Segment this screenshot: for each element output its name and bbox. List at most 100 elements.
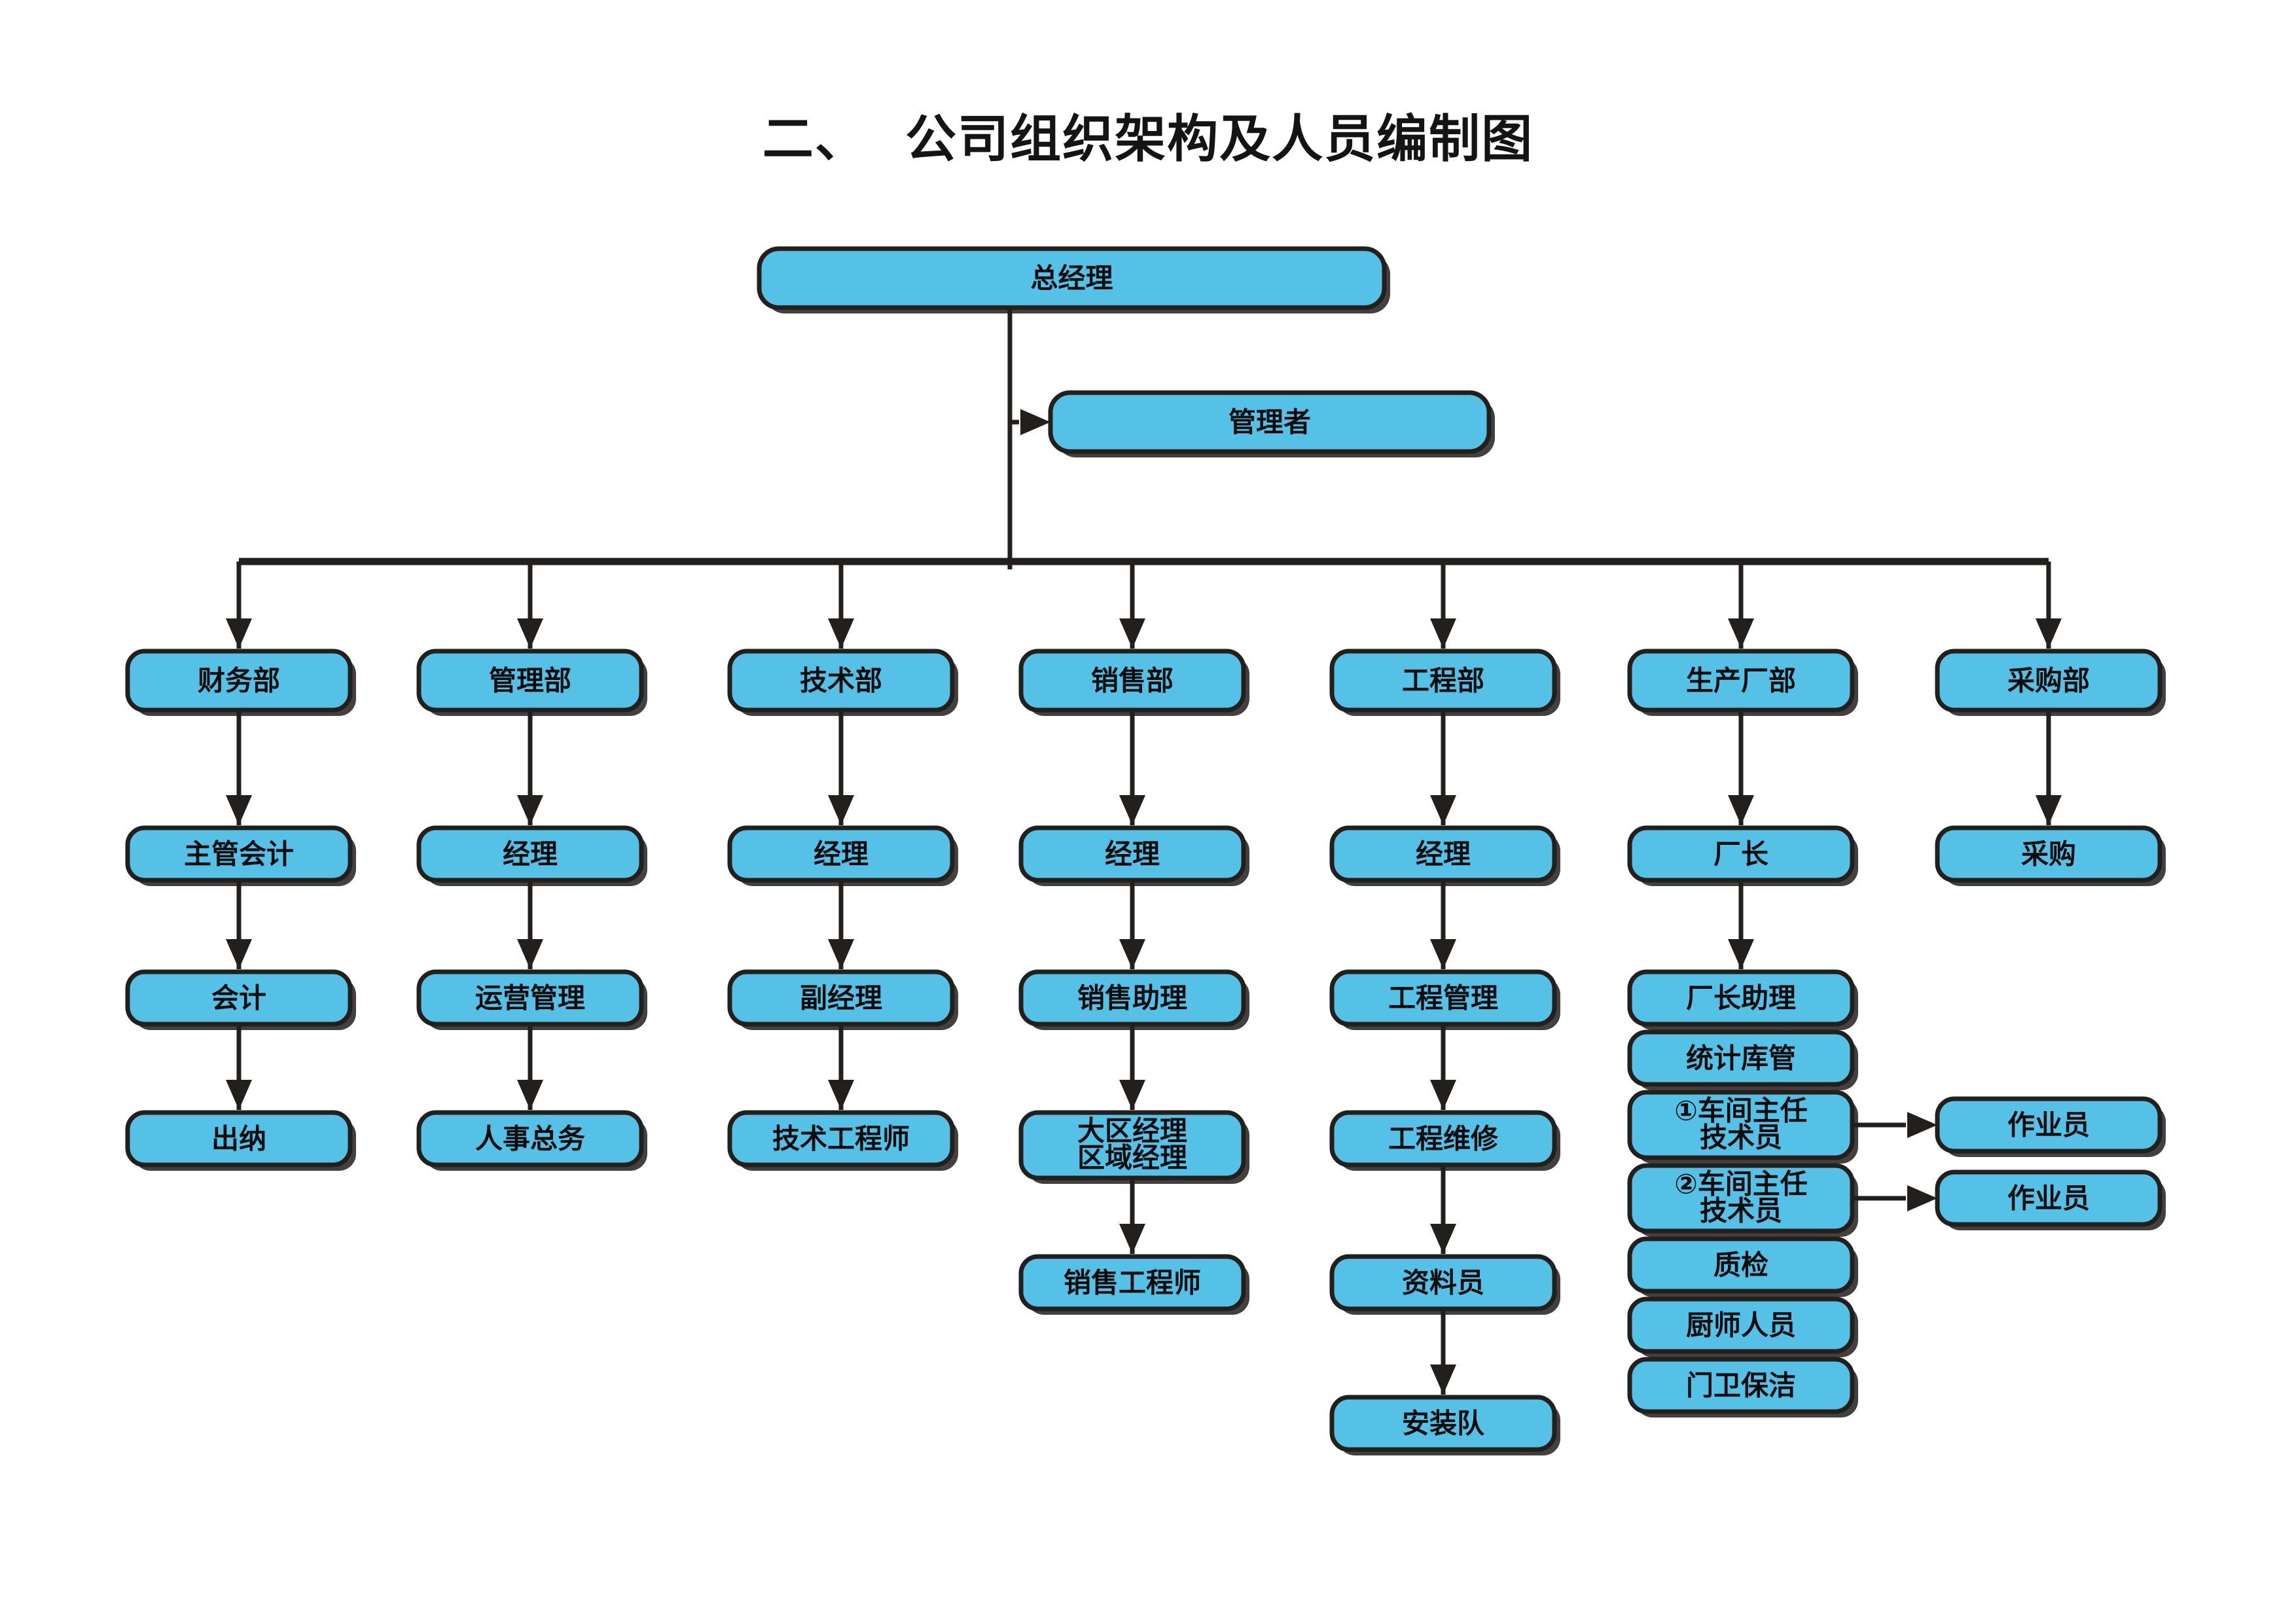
node-pro-8[interactable]: 门卫保洁 (1627, 1357, 1858, 1418)
node-label: 会计 (211, 982, 266, 1014)
node-op-2[interactable]: 作业员 (1935, 1169, 2166, 1230)
arrowhead-down-icon (828, 939, 854, 969)
node-pro-1[interactable]: 厂长 (1627, 825, 1858, 886)
node-pur-1[interactable]: 采购 (1935, 825, 2166, 886)
node-fin-2[interactable]: 会计 (125, 969, 356, 1030)
node-dept-purchasing[interactable]: 采购部 (1935, 649, 2166, 716)
node-fin-1[interactable]: 主管会计 (125, 825, 356, 886)
arrowhead-right-icon (1020, 409, 1050, 435)
node-sal-1[interactable]: 经理 (1018, 825, 1249, 886)
arrowhead-down-icon (1728, 618, 1754, 649)
arrowhead-down-icon (1119, 1224, 1145, 1254)
arrowhead-down-icon (828, 795, 854, 825)
arrowhead-down-icon (1119, 1080, 1145, 1110)
node-tec-3[interactable]: 技术工程师 (727, 1110, 958, 1171)
node-label: 财务部 (198, 665, 280, 697)
connectors-layer (226, 308, 2062, 1395)
node-label: 管理部 (489, 665, 571, 697)
node-pro-2[interactable]: 厂长助理 (1627, 969, 1858, 1030)
node-label: 工程部 (1402, 665, 1484, 697)
arrowhead-down-icon (1728, 795, 1754, 825)
node-eng-2[interactable]: 工程管理 (1329, 969, 1560, 1030)
arrowhead-down-icon (1430, 618, 1456, 649)
node-advisor[interactable]: 管理者 (1048, 390, 1495, 457)
arrowhead-down-icon (517, 618, 543, 649)
page-title: 二、 公司组织架构及人员编制图 (762, 110, 1534, 169)
node-sal-2[interactable]: 销售助理 (1018, 969, 1249, 1030)
node-pro-3[interactable]: 统计库管 (1627, 1029, 1858, 1090)
node-adm-2[interactable]: 运营管理 (416, 969, 647, 1030)
node-dept-sales[interactable]: 销售部 (1018, 649, 1249, 716)
node-dept-finance[interactable]: 财务部 (125, 649, 356, 716)
node-eng-5[interactable]: 安装队 (1329, 1395, 1560, 1455)
node-label: 大区经理 (1077, 1115, 1187, 1147)
arrowhead-down-icon (1119, 618, 1145, 649)
node-label: 经理 (1105, 838, 1160, 870)
node-label: 运营管理 (475, 982, 585, 1014)
arrowhead-down-icon (828, 1080, 854, 1110)
node-dept-admin[interactable]: 管理部 (416, 649, 647, 716)
node-general-manager[interactable]: 总经理 (757, 246, 1390, 313)
arrowhead-down-icon (1119, 939, 1145, 969)
node-label: 出纳 (211, 1123, 266, 1155)
node-label: 总经理 (1030, 262, 1113, 294)
node-label: 工程维修 (1388, 1123, 1499, 1155)
arrowhead-down-icon (226, 795, 252, 825)
node-label: 作业员 (2007, 1109, 2090, 1141)
arrowhead-down-icon (226, 618, 252, 649)
node-dept-tech[interactable]: 技术部 (727, 649, 958, 716)
node-label: 厂长助理 (1686, 982, 1796, 1014)
node-label: 生产厂部 (1686, 665, 1796, 697)
node-label: 工程管理 (1388, 982, 1498, 1014)
node-label: 经理 (503, 838, 558, 870)
node-tec-1[interactable]: 经理 (727, 825, 958, 886)
node-label: 人事总务 (475, 1123, 585, 1155)
arrowhead-down-icon (517, 939, 543, 969)
node-tec-2[interactable]: 副经理 (727, 969, 958, 1030)
arrowhead-down-icon (226, 939, 252, 969)
arrowhead-down-icon (517, 1080, 543, 1110)
node-fin-3[interactable]: 出纳 (125, 1110, 356, 1171)
arrowhead-right-icon (1907, 1112, 1937, 1138)
node-label: 销售工程师 (1064, 1267, 1201, 1299)
node-dept-engineering[interactable]: 工程部 (1329, 649, 1560, 716)
node-op-1[interactable]: 作业员 (1935, 1096, 2166, 1157)
node-label: 质检 (1713, 1249, 1768, 1281)
arrowhead-down-icon (1430, 795, 1456, 825)
arrowhead-right-icon (1907, 1185, 1937, 1211)
node-label: 统计库管 (1686, 1043, 1796, 1075)
node-pro-7[interactable]: 厨师人员 (1627, 1296, 1858, 1357)
arrowhead-down-icon (1430, 1364, 1456, 1395)
node-label: 主管会计 (184, 838, 294, 870)
node-label: 副经理 (800, 982, 882, 1014)
arrowhead-down-icon (828, 618, 854, 649)
node-label: 采购 (2021, 838, 2076, 870)
node-eng-3[interactable]: 工程维修 (1329, 1110, 1560, 1171)
node-adm-3[interactable]: 人事总务 (416, 1110, 647, 1171)
arrowhead-down-icon (1119, 795, 1145, 825)
node-adm-1[interactable]: 经理 (416, 825, 647, 886)
node-label: 技术部 (800, 665, 882, 697)
node-label-secondary: 技术员 (1700, 1122, 1782, 1154)
node-label: 销售部 (1091, 665, 1174, 697)
arrowhead-down-icon (2036, 618, 2062, 649)
arrowhead-down-icon (2036, 795, 2062, 825)
arrowhead-down-icon (1430, 1080, 1456, 1110)
node-pro-6[interactable]: 质检 (1627, 1236, 1858, 1297)
node-label-secondary: 技术员 (1700, 1195, 1782, 1227)
node-eng-1[interactable]: 经理 (1329, 825, 1560, 886)
arrowhead-down-icon (1430, 939, 1456, 969)
node-eng-4[interactable]: 资料员 (1329, 1254, 1560, 1315)
node-label: 采购部 (2007, 665, 2090, 697)
node-label: 门卫保洁 (1686, 1370, 1796, 1402)
node-sal-4[interactable]: 销售工程师 (1018, 1254, 1249, 1315)
node-dept-production[interactable]: 生产厂部 (1627, 649, 1858, 716)
node-label: 厂长 (1713, 838, 1768, 870)
arrowhead-down-icon (226, 1080, 252, 1110)
